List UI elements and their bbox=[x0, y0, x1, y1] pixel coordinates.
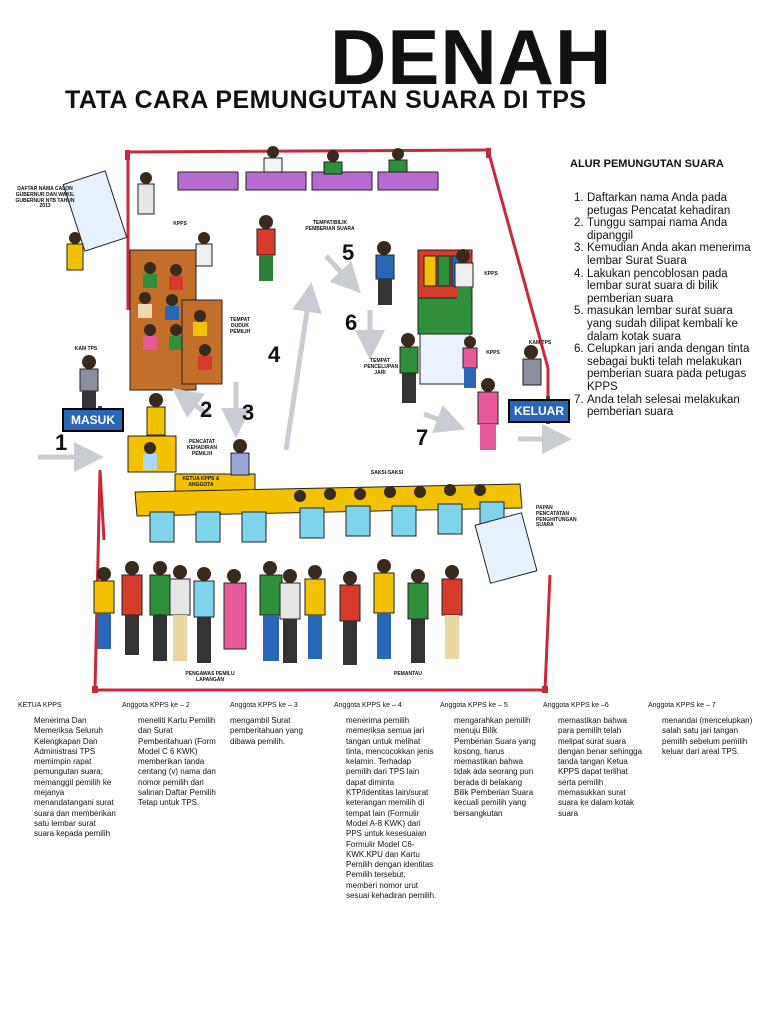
flow-step-text: Anda telah selesai melakukan pemberian s… bbox=[587, 393, 740, 419]
step-number: 4 bbox=[268, 342, 281, 367]
flow-step-number: 1. bbox=[574, 192, 584, 204]
step-number: 2 bbox=[200, 397, 213, 422]
kpps-label-right: KPPS bbox=[484, 271, 498, 277]
flow-step-text: Daftarkan nama Anda pada petugas Pencata… bbox=[587, 192, 731, 217]
flow-step: 3.Kemudian Anda akan menerima lembar Sur… bbox=[574, 242, 760, 267]
step-number: 3 bbox=[242, 400, 255, 425]
flow-title: ALUR PEMUNGUTAN SUARA bbox=[570, 158, 724, 170]
flow-step-text: Celupkan jari anda dengan tinta sebagai … bbox=[587, 343, 750, 393]
step-number: 7 bbox=[416, 425, 429, 450]
security-label-right: KAM TPS bbox=[528, 340, 552, 346]
role-description: Menerima Dan Memeriksa Seluruh Kelengkap… bbox=[34, 716, 116, 839]
step-number: 1 bbox=[55, 430, 68, 455]
seating-label: TEMPAT DUDUK PEMILIH bbox=[229, 317, 251, 335]
kpps-label: KPPS bbox=[173, 221, 187, 227]
flow-step-text: Tunggu sampai nama Anda dipanggil bbox=[587, 217, 728, 242]
candidate-list-label: DAFTAR NAMA CALON GUBERNUR DAN WAKIL GUB… bbox=[15, 186, 75, 210]
flow-step: 4.Lakukan pencoblosan pada lembar surat … bbox=[574, 268, 760, 306]
role-header: Anggota KPPS ke –6 bbox=[543, 702, 609, 709]
counting-board-label: PAPAN PENCATATAN PENGHITUNGAN SUARA bbox=[536, 505, 577, 529]
role-header: Anggota KPPS ke – 7 bbox=[648, 702, 716, 709]
role-description: mengarahkan pemilih menuju Bilik Pemberi… bbox=[454, 716, 536, 818]
masuk-sign: MASUK bbox=[62, 408, 124, 432]
flow-step: 7.Anda telah selesai melakukan pemberian… bbox=[574, 394, 760, 419]
security-left bbox=[79, 355, 99, 409]
flow-step-text: Lakukan pencoblosan pada lembar surat su… bbox=[587, 267, 728, 305]
ink-station-label: TEMPAT PENCELUPAN JARI bbox=[364, 358, 399, 376]
registration-label: PENCATAT KEHADIRAN PEMILIH bbox=[187, 439, 217, 457]
flow-step-number: 2. bbox=[574, 217, 584, 230]
security-label-left: KAM TPS bbox=[74, 346, 98, 352]
monitor-label: PEMANTAU bbox=[394, 671, 422, 677]
flow-step-number: 3. bbox=[574, 242, 584, 255]
role-header: Anggota KPPS ke – 2 bbox=[122, 702, 190, 709]
flow-step-number: 6. bbox=[574, 343, 584, 356]
flow-arrows bbox=[38, 254, 572, 472]
role-description: meneliti Kartu Pemilih dan Surat Pemberi… bbox=[138, 716, 216, 808]
observers bbox=[93, 559, 463, 665]
witness-label: SAKSI-SAKSI bbox=[370, 470, 404, 476]
flow-step-number: 4. bbox=[574, 267, 584, 280]
tps-boundary bbox=[93, 148, 552, 692]
kpps-staff-right bbox=[375, 241, 542, 450]
step-number: 5 bbox=[342, 240, 355, 265]
role-description: mengambil Surat pemberitahuan yang dibaw… bbox=[230, 716, 303, 746]
witness-table bbox=[134, 483, 523, 543]
flow-list: 1.Daftarkan nama Anda pada petugas Penca… bbox=[574, 192, 760, 419]
page-subtitle: TATA CARA PEMUNGUTAN SUARA DI TPS bbox=[65, 86, 587, 114]
registration-table bbox=[127, 393, 256, 495]
flow-step: 6.Celupkan jari anda dengan tinta sebaga… bbox=[574, 343, 760, 393]
supervisor-label: PENGAWAS PEMILU LAPANGAN bbox=[185, 671, 235, 683]
counting-board bbox=[474, 512, 538, 584]
role-description: menerima pemilih memeriksa semua jari ta… bbox=[346, 716, 437, 901]
flow-step: 1.Daftarkan nama Anda pada petugas Penca… bbox=[574, 192, 760, 217]
role-description: menandai (mencelupkan) salah satu jari t… bbox=[662, 716, 753, 756]
flow-step: 5.masukan lembar surat suara yang sudah … bbox=[574, 305, 760, 343]
page-title: DENAH bbox=[330, 13, 613, 101]
keluar-sign: KELUAR bbox=[508, 399, 570, 423]
flow-step-number: 7. bbox=[574, 393, 584, 406]
role-header: Anggota KPPS ke – 3 bbox=[230, 702, 298, 709]
flow-step-text: Kemudian Anda akan menerima lembar Surat… bbox=[587, 242, 751, 267]
step-number: 6 bbox=[345, 310, 358, 335]
booth-label: TEMPAT/BILIK PEMBERIAN SUARA bbox=[305, 220, 355, 232]
role-header: Anggota KPPS ke – 5 bbox=[440, 702, 508, 709]
candidate-list-board bbox=[62, 170, 128, 252]
tps-floor-plan bbox=[38, 146, 572, 693]
flow-step: 2.Tunggu sampai nama Anda dipanggil bbox=[574, 217, 760, 242]
top-tables bbox=[177, 146, 439, 191]
kpps-staff-left bbox=[66, 172, 276, 281]
waiting-voters bbox=[129, 249, 223, 391]
role-description: memastikan bahwa para pemilih telah meli… bbox=[558, 716, 643, 818]
flow-step-text: masukan lembar surat suara yang sudah di… bbox=[587, 305, 738, 343]
chair-label: KETUA KPPS & ANGGOTA bbox=[182, 476, 220, 488]
role-header: KETUA KPPS bbox=[18, 702, 62, 709]
kpps-label-box: KPPS bbox=[486, 350, 500, 356]
flow-step-number: 5. bbox=[574, 305, 584, 318]
role-header: Anggota KPPS ke – 4 bbox=[334, 702, 402, 709]
